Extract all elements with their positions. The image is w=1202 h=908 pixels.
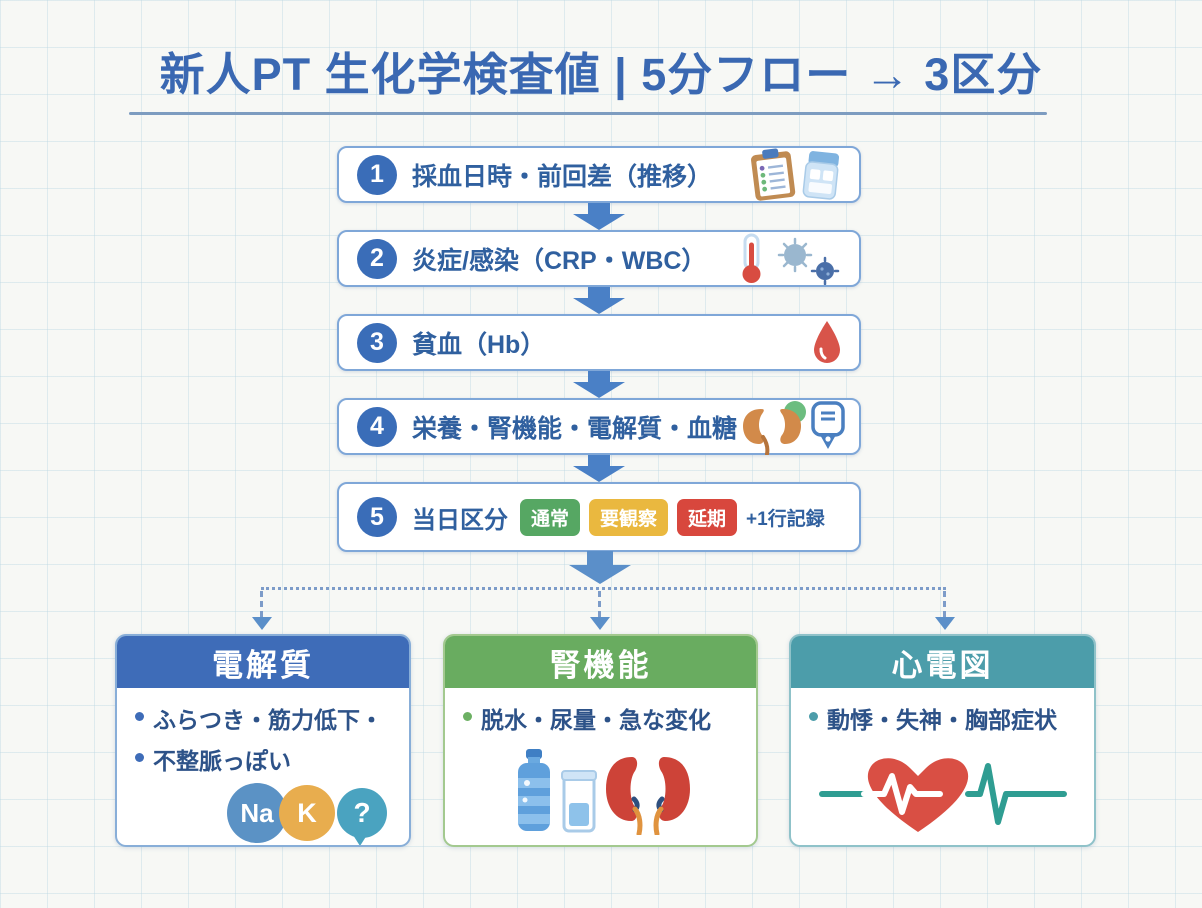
badge-normal: 通常	[520, 498, 581, 536]
flow-step-3: 3 貧血（Hb）	[337, 314, 861, 371]
category-title: 心電図	[791, 636, 1094, 688]
glucose-meter-icon	[811, 400, 845, 449]
branch-arrowhead-right	[935, 617, 955, 630]
bullet-item: 不整脈っぽい	[135, 742, 393, 776]
category-ecg: 心電図 動悸・失神・胸部症状	[789, 634, 1096, 847]
bullet-item: ふらつき・筋力低下・	[135, 701, 393, 735]
branch-line-middle	[598, 591, 601, 617]
big-down-arrow-icon	[569, 551, 631, 589]
na-chip-icon: Na	[227, 783, 287, 843]
badge-postpone: 延期	[677, 498, 738, 536]
heart-ecg-icon	[818, 758, 1067, 832]
step-label: 当日区分	[412, 506, 508, 534]
record-note: +1行記録	[746, 508, 825, 530]
category-title: 電解質	[117, 636, 409, 688]
flow-step-2: 2 炎症/感染（CRP・WBC）	[337, 230, 861, 287]
flow-step-1: 1 採血日時・前回差（推移）	[337, 146, 861, 203]
down-arrow-icon	[337, 371, 861, 398]
step-number-badge: 3	[357, 322, 397, 363]
down-arrow-icon	[337, 455, 861, 482]
blood-tube-icon	[802, 150, 840, 200]
virus-icon	[777, 237, 840, 285]
hydration-kidney-icons	[517, 749, 690, 835]
badge-watch: 要観察	[589, 498, 669, 536]
measuring-cup-icon	[560, 770, 597, 833]
bullet-dot	[135, 753, 144, 762]
branch-arrowhead-left	[252, 617, 272, 630]
step-label: 炎症/感染（CRP・WBC）	[412, 246, 707, 275]
title-underline	[129, 112, 1047, 115]
bullet-item: 脱水・尿量・急な変化	[463, 701, 740, 735]
category-electrolytes: 電解質 ふらつき・筋力低下・ 不整脈っぽい Na K ?	[115, 634, 411, 847]
branch-connector-line	[261, 587, 946, 590]
step-number-badge: 1	[357, 154, 397, 195]
step-number-badge: 5	[357, 497, 397, 537]
triage-badges: 通常 要観察 延期	[520, 498, 738, 536]
step-label: 採血日時・前回差（推移）	[412, 162, 713, 191]
category-title: 腎機能	[445, 636, 756, 688]
step-number-badge: 2	[357, 238, 397, 279]
flowchart: 1 採血日時・前回差（推移）	[337, 146, 861, 552]
step-number-badge: 4	[357, 406, 397, 447]
branch-arrowhead-middle	[590, 617, 610, 630]
bullet-dot	[809, 712, 818, 721]
water-bottle-icon	[517, 749, 550, 831]
thermometer-icon	[742, 233, 840, 285]
k-chip-icon: K	[279, 785, 335, 841]
question-bubble-icon: ?	[337, 788, 387, 845]
branch-line-right	[943, 591, 946, 617]
flow-step-4: 4 栄養・腎機能・電解質・血糖	[337, 398, 861, 455]
category-kidney-function: 腎機能 脱水・尿量・急な変化	[443, 634, 758, 847]
kidneys-icon	[605, 757, 690, 835]
bullet-dot	[463, 712, 472, 721]
page-title: 新人PT 生化学検査値 | 5分フロー → 3区分	[159, 49, 1043, 100]
step-label: 栄養・腎機能・電解質・血糖	[412, 414, 738, 443]
down-arrow-icon	[337, 287, 861, 314]
bullet-item: 動悸・失神・胸部症状	[809, 701, 1078, 735]
flow-step-5: 5 当日区分 通常 要観察 延期 +1行記録	[337, 482, 861, 552]
clipboard-icon	[751, 148, 840, 201]
branch-line-left	[260, 591, 263, 617]
blood-drop-icon	[814, 320, 840, 363]
bullet-dot	[135, 712, 144, 721]
down-arrow-icon	[337, 203, 861, 230]
kidney-icon	[743, 400, 845, 455]
step-label: 貧血（Hb）	[412, 330, 546, 359]
